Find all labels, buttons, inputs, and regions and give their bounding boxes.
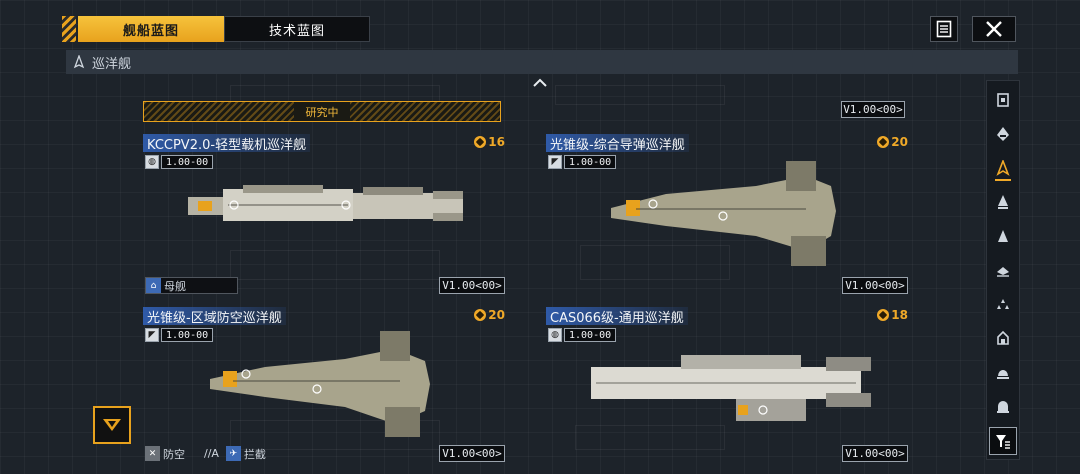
bg-schematic xyxy=(555,85,725,105)
destroyer-icon xyxy=(998,195,1008,209)
researching-label: 研究中 xyxy=(297,103,347,120)
ship-name: KCCPV2.0-轻型载机巡洋舰 xyxy=(143,134,311,153)
bell-icon xyxy=(997,401,1009,413)
tag-label: 拦截 xyxy=(243,447,266,461)
tag-label: 母舰 xyxy=(164,279,186,293)
ship-role-tag: ⌂ 母舰 xyxy=(145,277,238,294)
cost-icon xyxy=(474,136,487,148)
ship-cost: 20 xyxy=(877,135,908,149)
bg-schematic xyxy=(575,425,725,450)
top-bar: 舰船蓝图 技术蓝图 xyxy=(62,16,1017,42)
researching-banner: 研究中 xyxy=(143,101,501,122)
document-icon xyxy=(936,20,952,38)
tag-label: //A xyxy=(204,447,219,460)
ship-role-tags: ✕ 防空 //A ✈ 拦截 xyxy=(145,445,270,462)
ship-image xyxy=(611,161,836,266)
ship-image xyxy=(210,331,430,437)
ship-cost: 20 xyxy=(474,308,505,322)
corvette-icon xyxy=(997,267,1009,277)
category-header: 巡洋舰 xyxy=(66,50,1018,74)
version-badge: V1.00<00> xyxy=(439,445,505,462)
battleship-icon xyxy=(997,127,1009,141)
tag-label: 防空 xyxy=(163,447,185,461)
sidebar-item-frigate[interactable] xyxy=(989,221,1017,251)
bg-schematic xyxy=(230,250,440,280)
lightcone-icon: ◤ xyxy=(548,155,562,169)
sidebar-item-battleship[interactable] xyxy=(989,119,1017,149)
ship-name: CAS066级-通用巡洋舰 xyxy=(546,307,688,326)
close-button[interactable] xyxy=(972,16,1016,42)
tab-marker xyxy=(62,16,76,42)
version-badge: V1.00<00> xyxy=(841,101,905,118)
ship-card[interactable]: CAS066级-通用巡洋舰 18 ◍ 1.00-00 V1.00<00> xyxy=(546,307,908,462)
sidebar-item-fighter-squad[interactable] xyxy=(989,289,1017,319)
ship-image xyxy=(188,185,463,221)
tier-value: 1.00-00 xyxy=(564,155,617,169)
ship-card[interactable]: 光锥级-区域防空巡洋舰 20 ◤ 1.00-00 ✕ 防空 //A ✈ 拦截 V… xyxy=(143,307,505,462)
globe-icon: ◍ xyxy=(145,155,159,169)
ship-card[interactable]: 光锥级-综合导弹巡洋舰 20 ◤ 1.00-00 V1.00<00> xyxy=(546,134,908,294)
version-badge: V1.00<00> xyxy=(842,445,908,462)
sidebar-item-bell[interactable] xyxy=(989,391,1017,421)
cost-value: 20 xyxy=(891,135,908,149)
cruiser-icon xyxy=(996,160,1010,176)
dome-icon xyxy=(997,370,1009,379)
frigate-icon xyxy=(998,230,1008,242)
close-icon xyxy=(986,21,1002,37)
bg-schematic xyxy=(230,420,440,450)
ship-cost: 18 xyxy=(877,308,908,322)
cost-icon xyxy=(877,309,890,321)
tab-tech-blueprints[interactable]: 技术蓝图 xyxy=(224,16,370,42)
ship-image xyxy=(591,355,871,421)
filter-icon xyxy=(996,435,1010,449)
version-badge: V1.00<00> xyxy=(439,277,505,294)
sidebar-item-station[interactable] xyxy=(989,85,1017,115)
cost-value: 16 xyxy=(488,135,505,149)
fighter-squad-icon xyxy=(997,299,1009,309)
sidebar-item-corvette[interactable] xyxy=(989,255,1017,285)
tier-row: ◤ 1.00-00 xyxy=(145,328,214,342)
hangar-icon xyxy=(997,330,1009,345)
ship-name: 光锥级-区域防空巡洋舰 xyxy=(143,307,286,326)
tier-row: ◍ 1.00-00 xyxy=(145,155,214,169)
cruiser-class-icon xyxy=(73,55,85,69)
sidebar-item-dome[interactable] xyxy=(989,357,1017,387)
station-icon xyxy=(997,93,1009,107)
tier-value: 1.00-00 xyxy=(161,155,214,169)
ship-name: 光锥级-综合导弹巡洋舰 xyxy=(546,134,689,153)
sidebar-item-destroyer[interactable] xyxy=(989,187,1017,217)
sidebar-item-hangar[interactable] xyxy=(989,323,1017,353)
filter-button[interactable] xyxy=(989,427,1017,455)
version-badge: V1.00<00> xyxy=(842,277,908,294)
chevron-up-icon[interactable] xyxy=(532,78,548,88)
carrier-icon: ⌂ xyxy=(146,278,161,293)
lightcone-icon: ◤ xyxy=(145,328,159,342)
tier-value: 1.00-00 xyxy=(161,328,214,342)
intercept-icon: ✈ xyxy=(225,446,241,461)
tier-row: ◤ 1.00-00 xyxy=(548,155,617,169)
cost-value: 18 xyxy=(891,308,908,322)
collapse-panel-button[interactable] xyxy=(93,406,131,444)
cost-icon xyxy=(877,136,890,148)
cost-value: 20 xyxy=(488,308,505,322)
tier-row: ◍ 1.00-00 xyxy=(548,328,617,342)
globe-icon: ◍ xyxy=(548,328,562,342)
cost-icon xyxy=(474,309,487,321)
sidebar-item-cruiser[interactable] xyxy=(989,153,1017,183)
bg-schematic xyxy=(580,245,730,280)
category-label: 巡洋舰 xyxy=(92,56,132,72)
ship-class-sidebar xyxy=(986,80,1020,460)
anti-air-icon: ✕ xyxy=(145,446,160,461)
ship-cost: 16 xyxy=(474,135,505,149)
document-button[interactable] xyxy=(930,16,958,42)
chevron-down-icon xyxy=(103,419,121,431)
tier-value: 1.00-00 xyxy=(564,328,617,342)
tab-ship-blueprints[interactable]: 舰船蓝图 xyxy=(78,16,224,42)
ship-card[interactable]: KCCPV2.0-轻型载机巡洋舰 16 ◍ 1.00-00 ⌂ 母舰 V1.00… xyxy=(143,134,505,294)
